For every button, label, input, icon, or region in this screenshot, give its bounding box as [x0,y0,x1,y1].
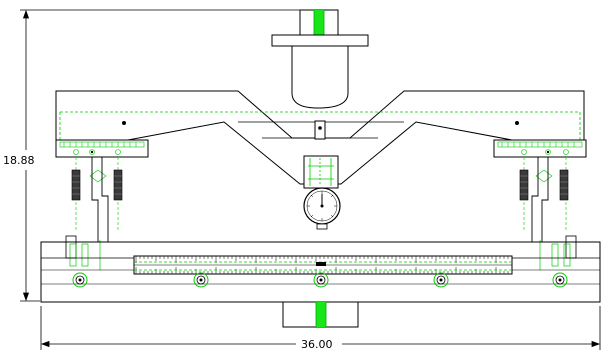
right-spring-a [519,169,529,201]
left-spring-b [113,169,123,201]
beam-bolt-right [515,121,519,125]
height-dimension-label: 18.88 [3,154,35,167]
dial-gauge [303,187,341,230]
base-bolt-3 [313,272,329,288]
base-bolt-2 [193,272,209,288]
base-bolt-1 [72,272,88,288]
right-arm [493,139,587,270]
width-dimension-label: 36.00 [301,338,333,351]
height-dimension [20,9,300,302]
base-bolt-4 [433,272,449,288]
base-bolts [72,272,568,288]
top-load-post [271,9,369,109]
width-dimension [40,306,601,350]
beam-bolt-left [122,121,126,125]
base-bolt-5 [552,272,568,288]
center-clamp [303,120,339,189]
left-spring-a [71,169,81,201]
right-spring-b [559,169,569,201]
left-arm [55,139,149,270]
graduated-scale [133,255,513,275]
bottom-post [282,301,359,328]
beam-hidden-lines [59,111,581,140]
